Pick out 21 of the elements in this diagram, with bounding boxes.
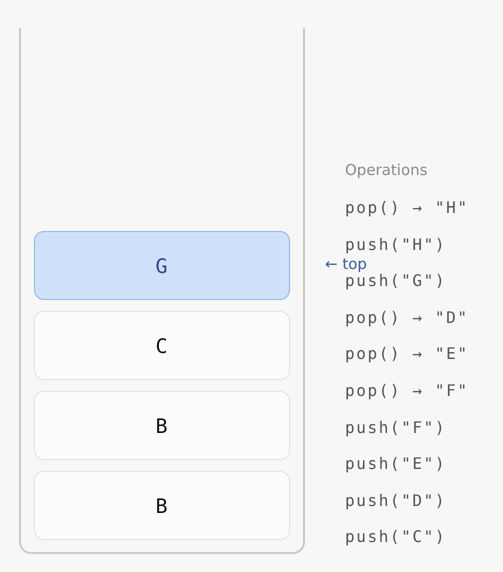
top-pointer-label: ← top — [325, 256, 367, 272]
operation-entry: pop() → "F" — [345, 382, 469, 400]
item-label: C — [155, 334, 168, 358]
stack-item — [34, 471, 290, 540]
item-label: B — [155, 494, 168, 518]
stack-item — [34, 231, 290, 300]
operation-entry: pop() → "H" — [345, 199, 469, 217]
stack-item — [34, 311, 290, 380]
operation-entry: pop() → "E" — [345, 345, 469, 364]
stack-item — [34, 391, 290, 460]
operation-entry: push("E") — [345, 455, 446, 474]
operation-entry: pop() → "D" — [345, 308, 469, 327]
item-label: B — [155, 414, 168, 438]
operation-entry: push("C") — [345, 528, 446, 546]
operation-entry: push("D") — [345, 492, 446, 510]
operation-entry: push("G") — [345, 272, 446, 290]
stack-container — [19, 28, 305, 554]
item-label: G — [155, 254, 168, 278]
list-heading: Operations — [345, 161, 428, 179]
operation-entry: push("F") — [345, 418, 446, 437]
operation-entry: push("H") — [345, 236, 446, 254]
